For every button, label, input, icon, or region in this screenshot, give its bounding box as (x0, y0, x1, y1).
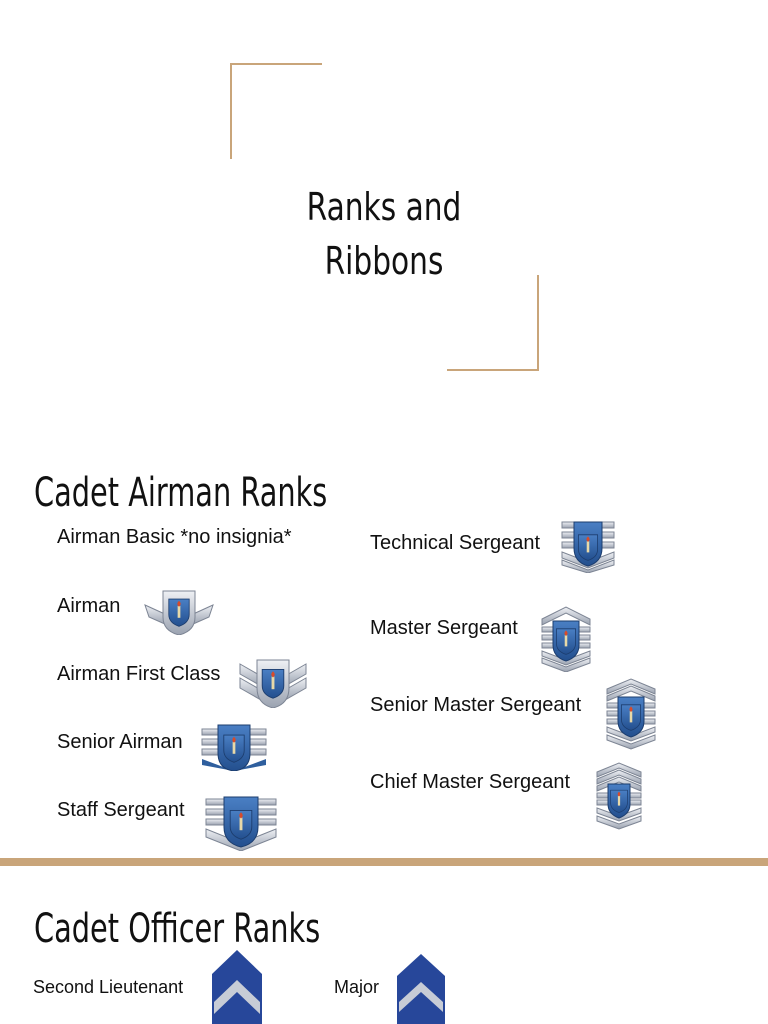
rank-label-staff-sergeant: Staff Sergeant (57, 799, 185, 821)
rank-label-senior-master-sergeant: Senior Master Sergeant (370, 694, 582, 716)
top-left-corner-bracket (230, 63, 322, 159)
page-title: Ranks and Ribbons (267, 180, 501, 288)
rank-label-technical-sergeant: Technical Sergeant (370, 532, 541, 554)
officer-ranks-heading: Cadet Officer Ranks (34, 906, 321, 952)
title-line-2: Ribbons (324, 239, 444, 283)
rank-label-airman: Airman (57, 595, 121, 617)
slide-divider (0, 858, 768, 866)
staff-sergeant-icon (205, 795, 277, 851)
second-lieutenant-chevron-icon (212, 950, 262, 1024)
airman-first-class-icon (238, 656, 308, 708)
rank-label-chief-master-sergeant: Chief Master Sergeant (370, 771, 571, 793)
rank-label-airman-first-class: Airman First Class (57, 663, 221, 685)
master-sergeant-icon (541, 606, 591, 672)
airman-ranks-heading: Cadet Airman Ranks (34, 470, 328, 516)
technical-sergeant-icon (560, 519, 616, 573)
rank-label-airman-basic: Airman Basic *no insignia* (57, 526, 292, 548)
chief-master-sergeant-icon (596, 762, 642, 834)
officer-ranks-slide: Cadet Officer Ranks Second Lieutenant Ma… (0, 866, 768, 1024)
senior-master-sergeant-icon (606, 678, 656, 752)
senior-airman-icon (201, 723, 267, 771)
title-slide: Ranks and Ribbons Cadet Airman Ranks Air… (34, 63, 656, 851)
bottom-right-corner-bracket (447, 275, 539, 371)
rank-label-senior-airman: Senior Airman (57, 731, 183, 753)
rank-label-second-lieutenant: Second Lieutenant (33, 977, 184, 997)
major-chevron-icon (397, 954, 445, 1024)
rank-label-major: Major (334, 977, 380, 997)
airman-wings-icon (143, 587, 215, 635)
title-line-1: Ranks and (306, 185, 462, 229)
rank-label-master-sergeant: Master Sergeant (370, 617, 518, 639)
